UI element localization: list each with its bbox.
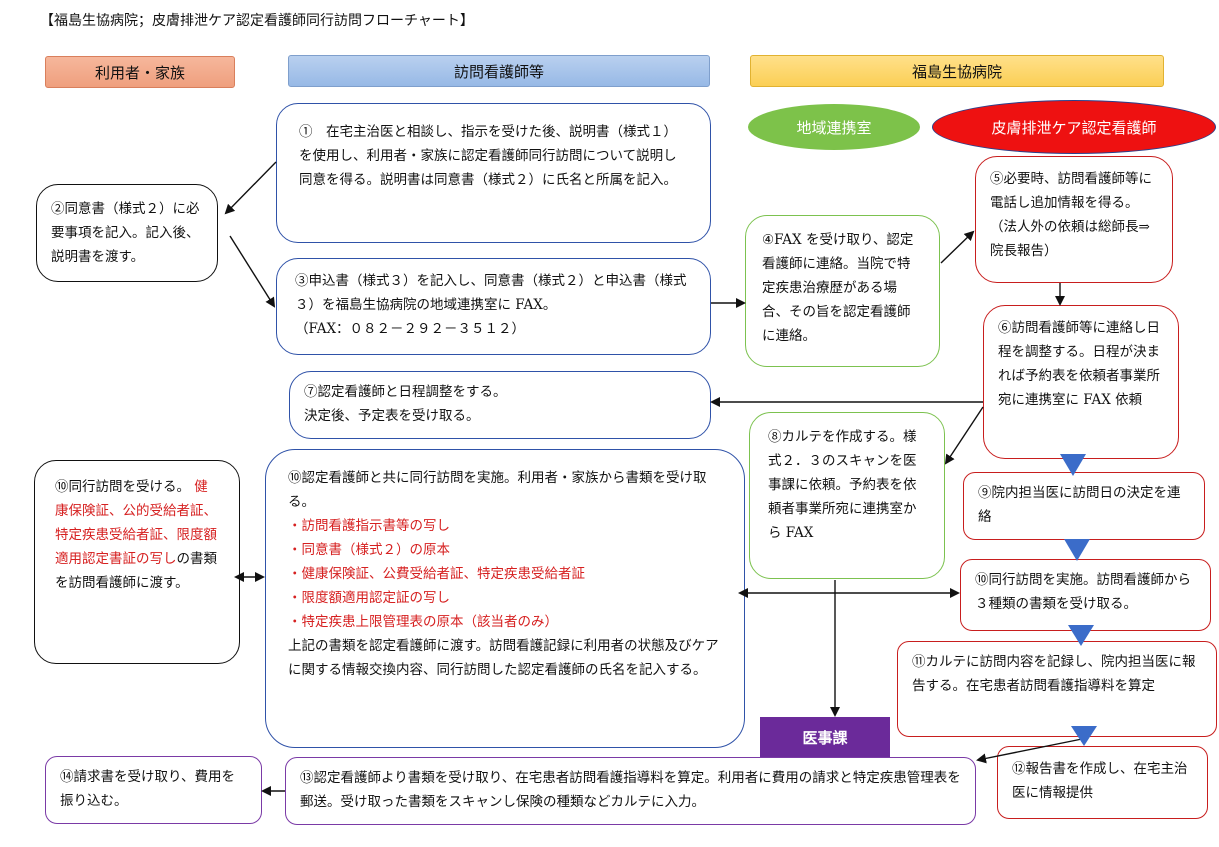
step-12-text: ⑫報告書を作成し、在宅主治医に情報提供 <box>1012 761 1188 802</box>
step-5-box: ⑤必要時、訪問看護師等に電話し追加情報を得る。（法人外の依頼は総師長⇒院長報告） <box>975 156 1173 283</box>
banner-visiting-nurse-label: 訪問看護師等 <box>453 62 544 81</box>
step-10-wocn-text: ⑩同行訪問を実施。訪問看護師から３種類の書類を受け取る。 <box>975 572 1191 613</box>
step-10-wocn-box: ⑩同行訪問を実施。訪問看護師から３種類の書類を受け取る。 <box>960 559 1211 631</box>
step-7-text-2: 決定後、予定表を受け取る。 <box>304 408 480 425</box>
banner-visiting-nurse: 訪問看護師等 <box>288 55 710 87</box>
arrow-4-to-5 <box>940 230 975 264</box>
step-8-text: ⑧カルテを作成する。様式２．３のスキャンを医事課に依頼。予約表を依頼者事業所宛に… <box>768 429 917 542</box>
step-10-doc-item: ・特定疾患上限管理表の原本（該当者のみ） <box>288 614 558 631</box>
step-6-box: ⑥訪問看護師等に連絡し日程を調整する。日程が決まれば予約表を依頼者事業所宛に連携… <box>983 305 1179 459</box>
banner-hospital-label: 福島生協病院 <box>911 62 1002 81</box>
step-9-text: ⑨院内担当医に訪問日の決定を連絡 <box>978 485 1181 526</box>
banner-user-family: 利用者・家族 <box>45 56 235 88</box>
step-10-doc-item: ・同意書（様式２）の原本 <box>288 542 450 559</box>
oval-chiiki-label: 地域連携室 <box>796 118 872 137</box>
step-10-nurse-box: ⑩認定看護師と共に同行訪問を実施。利用者・家族から書類を受け取る。 ・訪問看護指… <box>265 449 745 748</box>
step-10-doc-item: ・健康保険証、公費受給者証、特定疾患受給者証 <box>288 566 585 583</box>
step-4-box: ④FAX を受け取り、認定看護師に連絡。当院で特定疾患治療歴がある場合、その旨を… <box>745 215 940 367</box>
step-13-box: ⑬認定看護師より書類を受け取り、在宅患者訪問看護指導料を算定。利用者に費用の請求… <box>285 757 976 825</box>
step-6-text: ⑥訪問看護師等に連絡し日程を調整する。日程が決まれば予約表を依頼者事業所宛に連携… <box>998 320 1160 409</box>
step-7-box: ⑦認定看護師と日程調整をする。 決定後、予定表を受け取る。 <box>289 371 711 439</box>
ijika-label-box: 医事課 <box>760 717 890 757</box>
arrow-11-to-13 <box>976 738 1083 764</box>
oval-wocn-label: 皮膚排泄ケア認定看護師 <box>991 118 1157 137</box>
oval-chiiki-renkeishitsu: 地域連携室 <box>748 104 920 150</box>
arrow-6-to-8 <box>944 406 984 465</box>
step-3-text: ③申込書（様式３）を記入し、同意書（様式２）と申込書（様式３）を福島生協病院の地… <box>295 273 687 314</box>
step-10-doc-item: ・限度額適用認定証の写し <box>288 590 450 607</box>
step-13-text: ⑬認定看護師より書類を受け取り、在宅患者訪問看護指導料を算定。利用者に費用の請求… <box>300 770 961 811</box>
ijika-label: 医事課 <box>802 728 848 747</box>
step-1-box: ① 在宅主治医と相談し、指示を受けた後、説明書（様式１）を使用し、利用者・家族に… <box>276 103 711 243</box>
step-10-nurse-head: ⑩認定看護師と共に同行訪問を実施。利用者・家族から書類を受け取る。 <box>288 470 707 511</box>
step-8-box: ⑧カルテを作成する。様式２．３のスキャンを医事課に依頼。予約表を依頼者事業所宛に… <box>749 412 945 579</box>
triangle-10-to-11 <box>1068 625 1094 646</box>
step-3-fax: （FAX：０８２－２９２－３５１２） <box>295 321 526 338</box>
triangle-11-to-12 <box>1071 726 1097 746</box>
step-4-text: ④FAX を受け取り、認定看護師に連絡。当院で特定疾患治療歴がある場合、その旨を… <box>762 232 914 345</box>
step-10-user-head: ⑩同行訪問を受ける。 <box>55 479 190 495</box>
step-10-user-docs: 健康保険証、公的受給者証、特定疾患受給者証、限度額適用認定書証の写し <box>55 479 217 568</box>
step-14-text: ⑭請求書を受け取り、費用を振り込む。 <box>60 769 235 810</box>
step-2-text: ②同意書（様式２）に必要事項を記入。記入後、説明書を渡す。 <box>51 201 200 266</box>
step-10-doc-item: ・訪問看護指示書等の写し <box>288 518 450 535</box>
arrow-2-to-3 <box>229 235 276 308</box>
step-1-text: ① 在宅主治医と相談し、指示を受けた後、説明書（様式１）を使用し、利用者・家族に… <box>299 124 677 189</box>
step-11-box: ⑪カルテに訪問内容を記録し、院内担当医に報告する。在宅患者訪問看護指導料を算定 <box>897 641 1217 737</box>
triangle-9-to-10 <box>1064 539 1090 561</box>
step-7-text-1: ⑦認定看護師と日程調整をする。 <box>304 384 507 400</box>
step-10-user-tail: の書類を訪問看護師に渡す。 <box>55 551 217 592</box>
banner-user-family-label: 利用者・家族 <box>94 63 185 82</box>
step-11-text: ⑪カルテに訪問内容を記録し、院内担当医に報告する。在宅患者訪問看護指導料を算定 <box>912 654 1196 695</box>
page-title: 【福島生協病院；皮膚排泄ケア認定看護師同行訪問フローチャート】 <box>40 13 474 29</box>
banner-hospital: 福島生協病院 <box>750 55 1164 87</box>
step-5-text: ⑤必要時、訪問看護師等に電話し追加情報を得る。（法人外の依頼は総師長⇒院長報告） <box>990 171 1152 260</box>
step-12-box: ⑫報告書を作成し、在宅主治医に情報提供 <box>997 746 1208 819</box>
step-3-box: ③申込書（様式３）を記入し、同意書（様式２）と申込書（様式３）を福島生協病院の地… <box>276 258 711 355</box>
step-10-nurse-tail: 上記の書類を認定看護師に渡す。訪問看護記録に利用者の状態及びケアに関する情報交換… <box>288 638 719 679</box>
triangle-6-to-9 <box>1060 454 1086 476</box>
oval-wocn: 皮膚排泄ケア認定看護師 <box>932 100 1216 154</box>
arrow-1-to-2 <box>224 161 277 215</box>
step-10-user-box: ⑩同行訪問を受ける。 健康保険証、公的受給者証、特定疾患受給者証、限度額適用認定… <box>34 460 240 664</box>
step-2-box: ②同意書（様式２）に必要事項を記入。記入後、説明書を渡す。 <box>36 184 218 282</box>
